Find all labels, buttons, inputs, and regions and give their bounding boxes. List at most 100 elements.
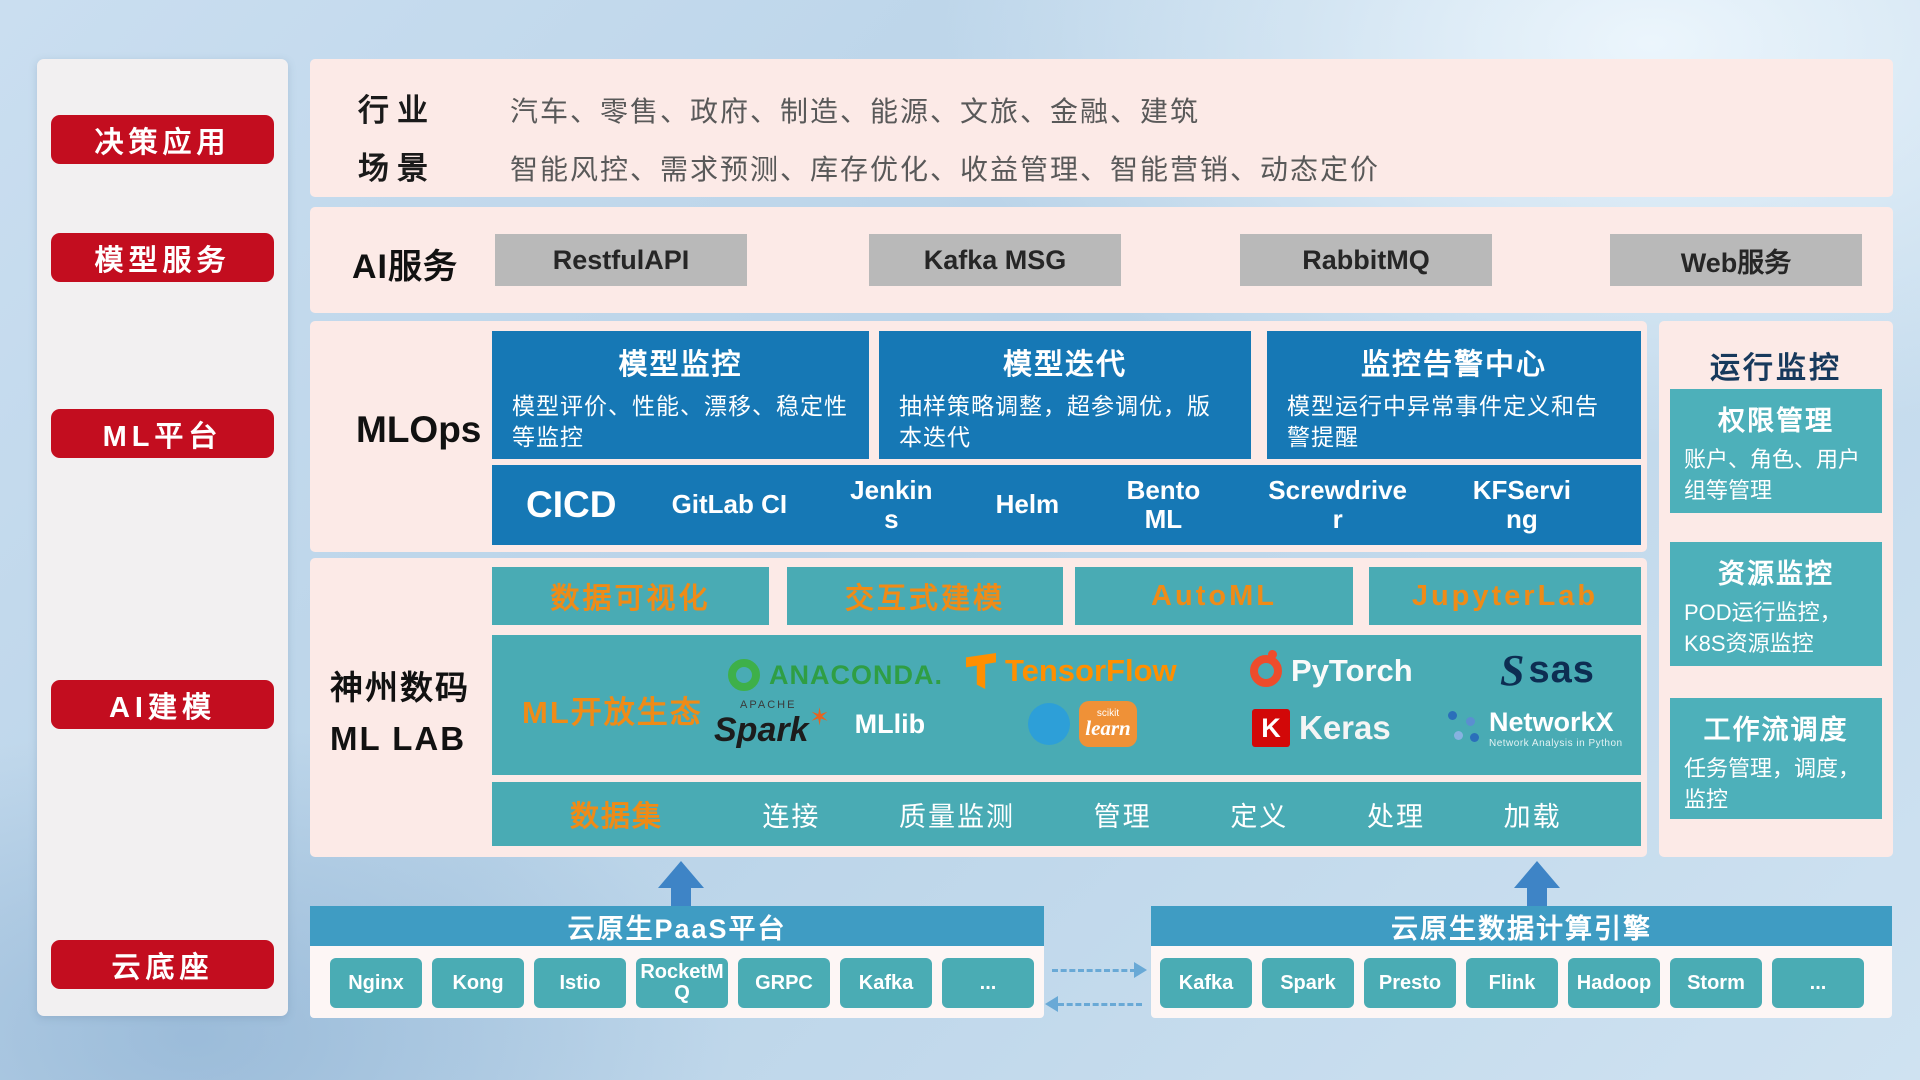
- cicd-item-kfserving: KFServing: [1472, 474, 1571, 534]
- scenario-row: 场景 智能风控、需求预测、库存优化、收益管理、智能营销、动态定价: [358, 143, 1873, 188]
- engine-chip-storm: Storm: [1670, 958, 1762, 1008]
- spark-wordmark: Spark: [714, 711, 809, 749]
- model-monitoring-title: 模型监控: [618, 349, 743, 381]
- paas-chip-grpc: GRPC: [738, 958, 830, 1008]
- scenario-value: 智能风控、需求预测、库存优化、收益管理、智能营销、动态定价: [510, 154, 1381, 185]
- dataset-item-manage: 管理: [1093, 801, 1152, 832]
- cicd-label: CICD: [526, 484, 617, 525]
- keras-wordmark: Keras: [1299, 709, 1391, 746]
- networkx-wordmark-wrap: NetworkX Network Analysis in Python: [1489, 707, 1623, 749]
- up-arrow-left-stem: [671, 888, 691, 906]
- alert-center-desc: 模型运行中异常事件定义和告警提醒: [1287, 393, 1599, 451]
- run-monitoring-panel: 运行监控 权限管理 账户、角色、用户组等管理 资源监控 POD运行监控，K8S资…: [1659, 321, 1893, 857]
- rabbitmq-chip: RabbitMQ: [1240, 234, 1492, 286]
- dataset-item-process: 处理: [1366, 801, 1425, 832]
- dataset-bar: 数据集 连接 质量监测 管理 定义 处理 加载: [492, 782, 1641, 846]
- up-arrow-left: [658, 861, 704, 888]
- pytorch-wordmark: PyTorch: [1291, 653, 1413, 688]
- spark-star-icon: ✶: [809, 704, 830, 731]
- sidebar-item-cloud-base: 云底座: [51, 940, 274, 989]
- keras-logo: K Keras: [1252, 709, 1391, 747]
- scikit-label: scikit: [1096, 707, 1120, 719]
- sidebar-item-ai-modeling: AI建模: [51, 680, 274, 729]
- cicd-item-screwdriver: Screwdriver: [1268, 474, 1408, 534]
- model-iteration-desc: 抽样策略调整，超参调优，版本迭代: [899, 393, 1211, 451]
- pytorch-icon: [1250, 650, 1282, 687]
- mllib-label: MLlib: [854, 709, 926, 739]
- engine-chip-kafka: Kafka: [1160, 958, 1252, 1008]
- dataset-label: 数据集: [570, 801, 664, 833]
- paas-title-bar: 云原生PaaS平台: [310, 906, 1044, 946]
- dashed-arrow-left-head: [1045, 996, 1058, 1012]
- dataset-item-define: 定义: [1230, 801, 1289, 832]
- cicd-items: GitLab CI Jenkins Helm BentoML Screwdriv…: [642, 474, 1607, 534]
- jupyterlab-chip: JupyterLab: [1369, 567, 1641, 625]
- cicd-item-helm: Helm: [995, 489, 1060, 520]
- cicd-item-gitlab-ci: GitLab CI: [671, 489, 788, 520]
- industry-scenario-panel: 行业 汽车、零售、政府、制造、能源、文旅、金融、建筑 场景 智能风控、需求预测、…: [310, 59, 1893, 197]
- resource-monitoring-desc: POD运行监控，K8S资源监控: [1684, 600, 1842, 656]
- scikit-learn-icon: [1028, 703, 1070, 745]
- up-arrow-right: [1514, 861, 1560, 888]
- tensorflow-logo: TensorFlow: [966, 653, 1177, 689]
- tensorflow-wordmark: TensorFlow: [1005, 653, 1177, 688]
- dataset-item-quality: 质量监测: [899, 801, 1015, 832]
- mllab-panel: 神州数码 ML LAB 数据可视化 交互式建模 AutoML JupyterLa…: [310, 558, 1647, 857]
- scenario-label: 场景: [358, 151, 436, 186]
- dataset-items: 连接 质量监测 管理 定义 处理 加载: [723, 795, 1601, 834]
- sidebar-panel: 决策应用 模型服务 ML平台 AI建模 云底座: [37, 59, 288, 1016]
- scikit-learn-badge: scikit learn: [1079, 701, 1137, 747]
- cicd-bar: CICD GitLab CI Jenkins Helm BentoML Scre…: [492, 465, 1641, 545]
- spark-mllib-logo: APACHE Spark ✶ MLlib: [714, 699, 925, 750]
- resource-monitoring-card: 资源监控 POD运行监控，K8S资源监控: [1670, 542, 1882, 666]
- interactive-modeling-chip: 交互式建模: [787, 567, 1063, 625]
- model-monitoring-desc: 模型评价、性能、漂移、稳定性等监控: [512, 393, 848, 451]
- permission-management-title: 权限管理: [1718, 406, 1834, 436]
- scikit-learn-logo: scikit learn: [1028, 701, 1137, 747]
- mlops-label: MLOps: [356, 409, 482, 450]
- sas-icon: S: [1500, 646, 1525, 695]
- workflow-scheduling-card: 工作流调度 任务管理，调度，监控: [1670, 698, 1882, 819]
- resource-monitoring-title: 资源监控: [1718, 559, 1834, 589]
- web-service-chip: Web服务: [1610, 234, 1862, 286]
- industry-label: 行业: [358, 93, 436, 128]
- run-monitoring-title: 运行监控: [1710, 352, 1842, 385]
- dataset-item-connect: 连接: [762, 801, 821, 832]
- paas-chip-kafka: Kafka: [840, 958, 932, 1008]
- industry-value: 汽车、零售、政府、制造、能源、文旅、金融、建筑: [510, 96, 1201, 127]
- engine-title-bar: 云原生数据计算引擎: [1151, 906, 1892, 946]
- spark-wordmark-row: Spark ✶: [714, 704, 830, 750]
- model-iteration-card: 模型迭代 抽样策略调整，超参调优，版本迭代: [879, 331, 1251, 459]
- model-iteration-title: 模型迭代: [1002, 349, 1127, 381]
- engine-chip-flink: Flink: [1466, 958, 1558, 1008]
- alert-center-title: 监控告警中心: [1360, 349, 1547, 381]
- restful-api-chip: RestfulAPI: [495, 234, 747, 286]
- spark-logo: APACHE Spark ✶: [714, 699, 830, 750]
- paas-chip-rocketmq: RocketMQ: [636, 958, 728, 1008]
- paas-chip-nginx: Nginx: [330, 958, 422, 1008]
- automl-chip: AutoML: [1075, 567, 1353, 625]
- mllab-label: 神州数码 ML LAB: [330, 662, 470, 764]
- permission-management-desc: 账户、角色、用户组等管理: [1684, 447, 1861, 503]
- ai-service-label: AI服务: [352, 248, 458, 286]
- sas-logo: S sas: [1500, 645, 1595, 696]
- networkx-logo: NetworkX Network Analysis in Python: [1444, 707, 1623, 749]
- sidebar-item-ml-platform: ML平台: [51, 409, 274, 458]
- ml-ecosystem-label: ML开放生态: [522, 695, 703, 730]
- sidebar-item-decision-app: 决策应用: [51, 115, 274, 164]
- anaconda-wordmark: ANACONDA.: [769, 659, 943, 690]
- anaconda-logo: ANACONDA.: [728, 659, 943, 691]
- sas-wordmark: sas: [1528, 649, 1595, 691]
- networkx-wordmark: NetworkX: [1489, 707, 1614, 737]
- engine-chip-hadoop: Hadoop: [1568, 958, 1660, 1008]
- anaconda-icon: [728, 659, 760, 691]
- kafka-msg-chip: Kafka MSG: [869, 234, 1121, 286]
- dashed-arrow-right-head: [1134, 962, 1147, 978]
- workflow-scheduling-desc: 任务管理，调度，监控: [1684, 756, 1861, 812]
- ai-service-panel: AI服务 RestfulAPI Kafka MSG RabbitMQ Web服务: [310, 207, 1893, 313]
- apache-label: APACHE: [740, 699, 797, 711]
- paas-chip-kong: Kong: [432, 958, 524, 1008]
- networkx-icon: [1444, 709, 1480, 747]
- networkx-subtitle: Network Analysis in Python: [1489, 738, 1623, 749]
